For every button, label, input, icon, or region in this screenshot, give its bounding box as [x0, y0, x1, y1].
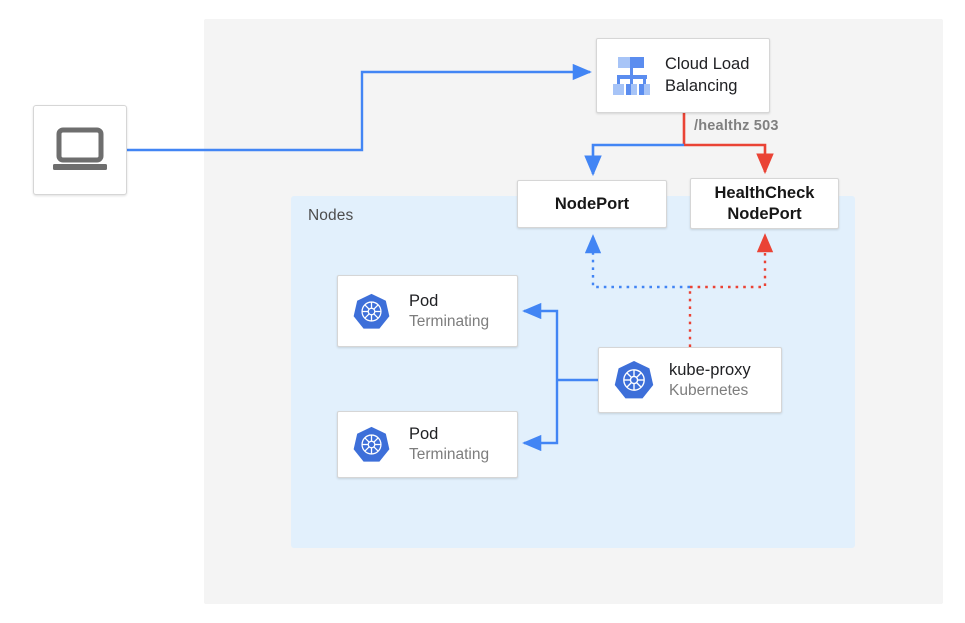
kube-proxy-subtitle: Kubernetes	[669, 381, 749, 399]
pod-node-2[interactable]: Pod Terminating	[337, 411, 518, 478]
pod-1-subtitle: Terminating	[409, 312, 490, 330]
healthcheck-nodeport-label-line1: HealthCheck	[714, 184, 815, 203]
client-node[interactable]	[33, 105, 127, 195]
cloud-load-balancing-title: Cloud Load Balancing	[665, 55, 750, 95]
healthcheck-nodeport-label-line2: NodePort	[727, 204, 802, 223]
healthcheck-nodeport-node[interactable]: HealthCheck NodePort	[690, 178, 839, 229]
cloud-load-balancing-icon	[613, 56, 650, 95]
kube-proxy-node[interactable]: kube-proxy Kubernetes	[598, 347, 782, 413]
laptop-icon	[53, 127, 107, 170]
healthz-edge-label: /healthz 503	[694, 118, 779, 134]
pod-2-subtitle: Terminating	[409, 446, 490, 464]
cloud-load-balancing-node[interactable]: Cloud Load Balancing	[596, 38, 770, 113]
kube-proxy-title: kube-proxy	[669, 360, 751, 379]
kubernetes-icon	[614, 360, 654, 399]
pod-node-1[interactable]: Pod Terminating	[337, 275, 518, 347]
pod-2-title: Pod	[409, 425, 439, 444]
kubernetes-icon	[353, 426, 390, 462]
nodeport-node[interactable]: NodePort	[517, 180, 667, 228]
kubernetes-icon	[353, 293, 390, 329]
nodeport-label: NodePort	[554, 194, 630, 213]
pod-1-title: Pod	[409, 291, 439, 310]
nodes-region-label: Nodes	[308, 207, 354, 224]
